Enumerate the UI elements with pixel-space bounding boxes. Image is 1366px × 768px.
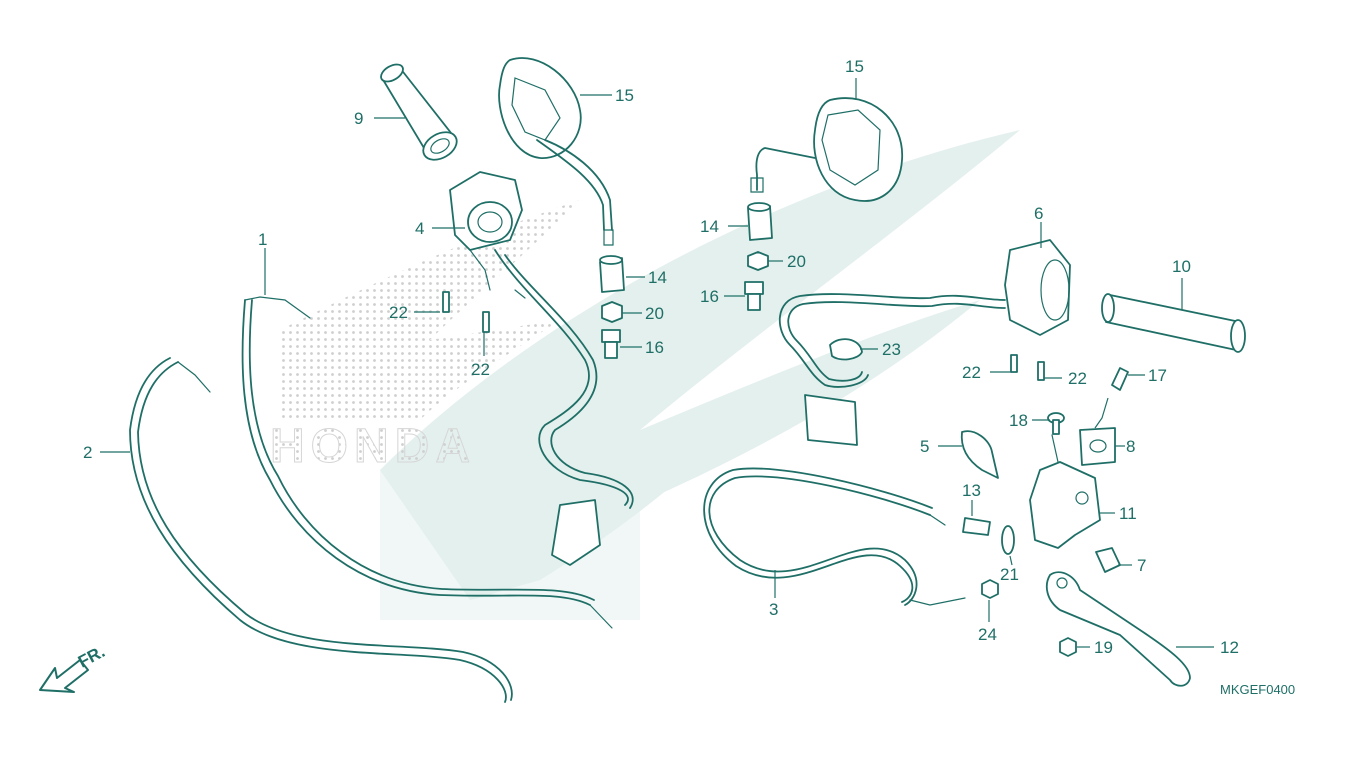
nut-right <box>747 251 769 271</box>
svg-text:HONDA: HONDA <box>270 420 476 473</box>
callout-17: 17 <box>1148 366 1167 385</box>
callout-22-b: 22 <box>471 360 490 379</box>
switch-7 <box>1095 547 1121 573</box>
right-wire-harness <box>778 293 1006 446</box>
callout-21: 21 <box>1000 565 1019 584</box>
bolt-left <box>601 329 621 359</box>
throttle-wire-harness <box>494 249 634 566</box>
callout-5: 5 <box>920 437 929 456</box>
callout-9: 9 <box>354 109 363 128</box>
watermark-wing-logo <box>380 130 1020 620</box>
diagram-reference-code: MKGEF0400 <box>1220 682 1295 697</box>
callout-12: 12 <box>1220 638 1239 657</box>
switch-cover-5 <box>960 430 999 479</box>
left-grip <box>380 63 458 161</box>
callout-24: 24 <box>978 625 997 644</box>
nut-24 <box>981 579 999 599</box>
callout-20-left: 20 <box>645 304 664 323</box>
callout-7: 7 <box>1137 556 1146 575</box>
callout-3: 3 <box>769 600 778 619</box>
callout-23: 23 <box>882 340 901 359</box>
nut-19 <box>1059 637 1077 657</box>
watermark-honda-text: HONDA <box>270 420 476 474</box>
clutch-lever-12 <box>1045 571 1191 687</box>
screw-22a <box>442 291 450 313</box>
callout-14-left: 14 <box>648 268 667 287</box>
clutch-cable-3 <box>703 467 966 606</box>
screw-22d <box>1037 361 1045 381</box>
leader-lines <box>100 78 1214 648</box>
callout-16-left: 16 <box>645 338 664 357</box>
callout-labels: 1 2 3 4 5 6 7 8 9 10 11 12 13 14 14 15 1… <box>83 57 1239 657</box>
mirror-adapter-left <box>599 255 625 293</box>
screw-18 <box>1047 412 1065 435</box>
mirror-adapter-right <box>747 202 773 241</box>
lever-holder-8 <box>1079 427 1116 466</box>
callout-22-a: 22 <box>389 303 408 322</box>
right-grip <box>1101 293 1246 353</box>
nut-left <box>601 301 623 323</box>
cable-1 <box>241 296 613 629</box>
callout-1: 1 <box>258 230 267 249</box>
callout-15-left: 15 <box>615 86 634 105</box>
callout-22-d: 22 <box>1068 369 1087 388</box>
washer-21 <box>1001 525 1015 555</box>
callout-15-right: 15 <box>845 57 864 76</box>
screw-22b <box>482 311 490 333</box>
right-mirror <box>750 97 903 202</box>
callout-11: 11 <box>1119 504 1137 523</box>
callout-14-right: 14 <box>700 217 719 236</box>
lever-bracket-11 <box>1029 434 1101 549</box>
callout-13: 13 <box>962 481 981 500</box>
bolt-17 <box>1111 367 1129 391</box>
right-switch-housing <box>1004 239 1071 336</box>
callout-16-right: 16 <box>700 287 719 306</box>
callout-4: 4 <box>415 219 424 238</box>
callout-18: 18 <box>1009 411 1028 430</box>
callout-20-right: 20 <box>787 252 806 271</box>
screw-22c <box>1010 354 1018 373</box>
callout-2: 2 <box>83 443 92 462</box>
callout-22-c: 22 <box>962 363 981 382</box>
cable-2 <box>129 357 513 703</box>
left-mirror <box>498 57 614 246</box>
throttle-housing <box>449 171 523 291</box>
bolt-right <box>744 281 764 311</box>
callout-10: 10 <box>1172 257 1191 276</box>
front-direction-arrow: FR. <box>39 642 108 693</box>
adjuster-13 <box>962 517 991 536</box>
clamp-23 <box>829 338 863 361</box>
callout-19: 19 <box>1094 638 1113 657</box>
callout-6: 6 <box>1034 204 1043 223</box>
callout-8: 8 <box>1126 437 1135 456</box>
